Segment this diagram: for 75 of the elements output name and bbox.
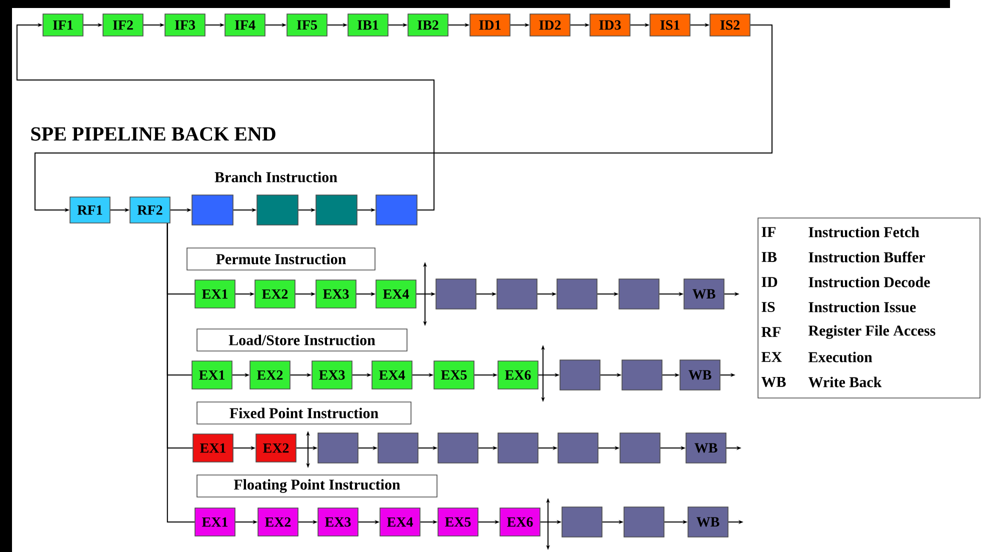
stage-box: EX3 — [318, 508, 358, 536]
stage-box: ID3 — [590, 14, 630, 36]
stage-box — [318, 432, 358, 464]
abbreviation: WB — [761, 376, 786, 388]
stage-box: EX1 — [192, 360, 232, 390]
stage-box: EX1 — [194, 508, 236, 536]
abbreviation: EX — [761, 352, 782, 362]
definition: Register File Access — [808, 325, 936, 339]
stage-box: EX2 — [256, 434, 296, 462]
stage-box: ID1 — [470, 14, 510, 36]
stage-box — [556, 278, 598, 310]
stage-box: IS1 — [650, 14, 690, 36]
definition: Instruction Decode — [808, 276, 930, 288]
stage-box: RF1 — [70, 196, 110, 224]
definition: Execution — [808, 352, 872, 362]
stage-box: EX2 — [250, 360, 290, 390]
stage-box: EX2 — [258, 508, 298, 536]
stage-box: WB — [688, 506, 728, 538]
stage-box — [558, 432, 598, 464]
definition: Instruction Buffer — [808, 252, 925, 262]
stage-box — [618, 278, 660, 310]
abbreviation: IS — [762, 302, 775, 312]
stage-box: EX6 — [498, 360, 538, 390]
stage-box — [498, 432, 538, 464]
stage-box: EX4 — [380, 508, 420, 536]
stage-box — [376, 194, 418, 226]
stage-box: WB — [686, 432, 726, 464]
stage-box: ID2 — [530, 14, 570, 36]
stage-box: IF3 — [164, 14, 206, 36]
abbreviation: IB — [762, 252, 777, 262]
label-box: Floating Point Instruction — [196, 474, 438, 498]
stage-box: EX3 — [312, 360, 352, 390]
stage-box: EX3 — [316, 280, 356, 308]
stage-box — [256, 194, 298, 226]
stage-box: EX1 — [194, 280, 236, 308]
stage-box — [438, 432, 478, 464]
label-box: Permute Instruction — [186, 248, 376, 270]
abbreviation: RF — [761, 327, 780, 337]
stage-box: EX1 — [192, 434, 234, 462]
stage-box: EX5 — [438, 508, 478, 536]
label-box: Fixed Point Instruction — [196, 402, 412, 424]
stage-box — [378, 432, 418, 464]
definition: Write Back — [808, 376, 882, 388]
stage-box: IF4 — [224, 14, 266, 36]
stage-box — [436, 278, 476, 310]
stage-box: EX4 — [376, 280, 416, 308]
stage-box: EX6 — [500, 508, 540, 536]
stage-box — [562, 506, 602, 538]
stage-box — [316, 194, 358, 226]
definition: Instruction Fetch — [808, 226, 920, 238]
section-heading: SPE PIPELINE BACK END — [31, 127, 276, 141]
stage-box: WB — [684, 278, 724, 310]
stage-box: EX4 — [372, 360, 412, 390]
stage-box: EX2 — [254, 280, 296, 308]
stage-box: IF1 — [42, 14, 84, 36]
stage-box: EX5 — [434, 360, 474, 390]
stage-box: WB — [680, 360, 720, 390]
stage-box: IB2 — [408, 14, 448, 36]
stage-box — [620, 432, 660, 464]
abbreviation: IF — [762, 227, 776, 237]
row-heading: Branch Instruction — [214, 172, 338, 182]
stage-box — [622, 360, 662, 390]
stage-box — [192, 194, 234, 226]
stage-box: IF5 — [286, 14, 328, 36]
label-box: Load/Store Instruction — [196, 328, 408, 352]
stage-box: IF2 — [102, 14, 144, 36]
stage-box: IS2 — [710, 14, 750, 36]
stage-box — [560, 360, 600, 390]
stage-box — [496, 278, 538, 310]
arrow — [16, 22, 434, 210]
stage-box: IB1 — [348, 14, 388, 36]
definition: Instruction Issue — [808, 302, 916, 312]
abbreviation: ID — [762, 277, 778, 287]
stage-box — [624, 506, 664, 538]
stage-box: RF2 — [130, 196, 170, 224]
